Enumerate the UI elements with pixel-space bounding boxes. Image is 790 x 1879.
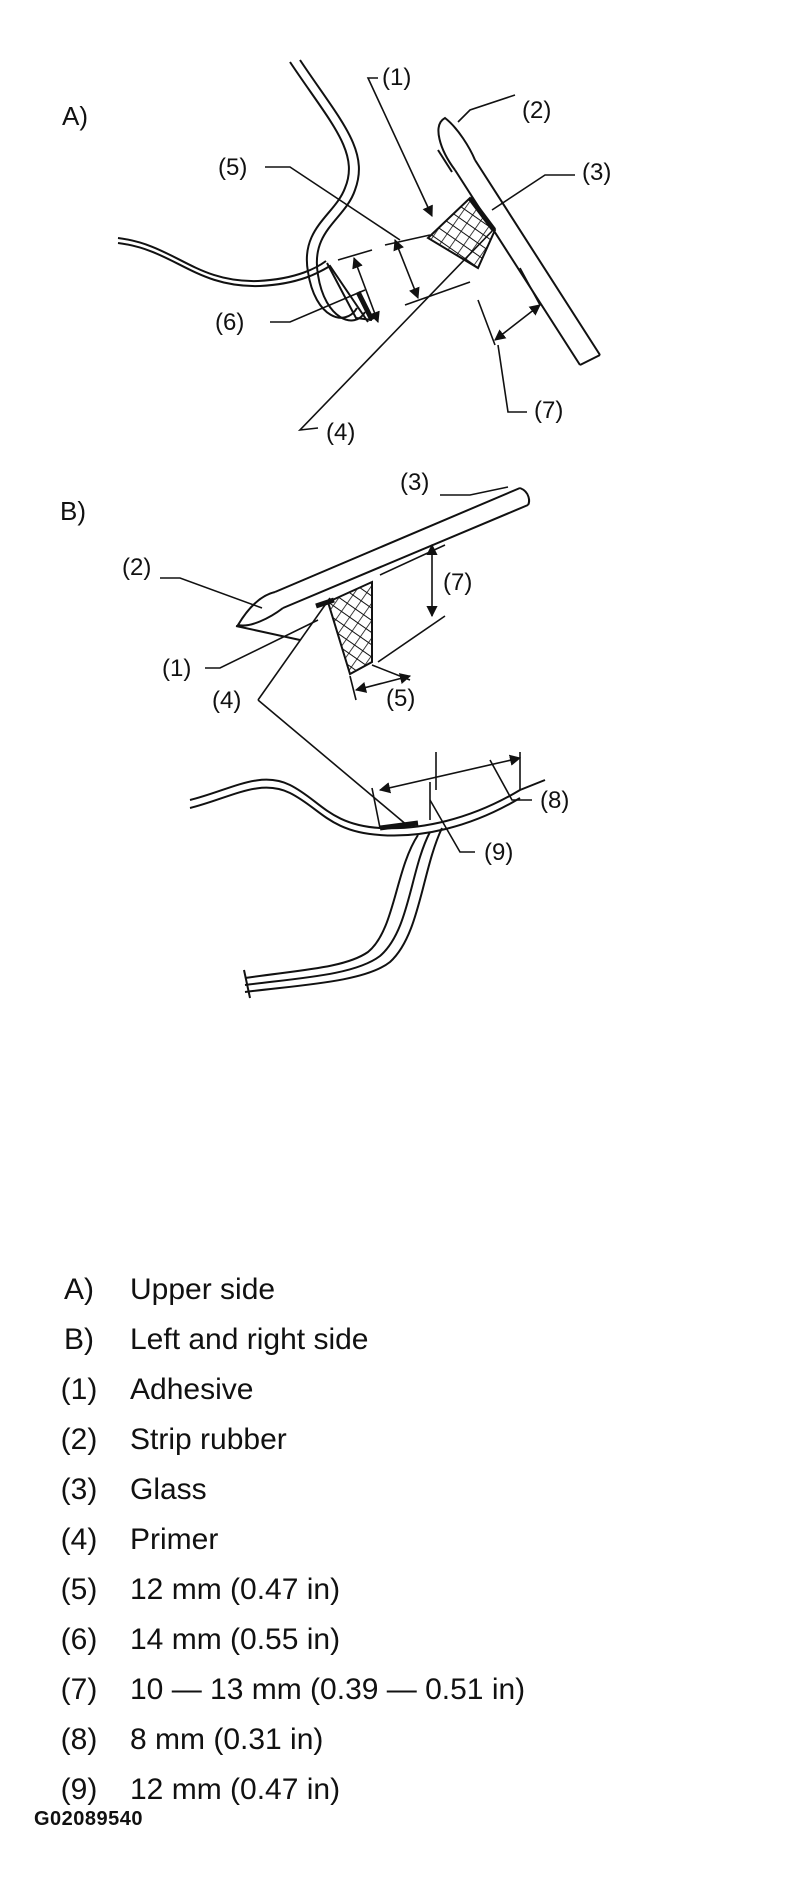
legend-key: (5) [60, 1573, 98, 1606]
section-b-primer-glass [315, 597, 335, 609]
legend-key: (9) [60, 1773, 98, 1806]
section-b-leaders [160, 486, 532, 853]
legend-item: (4) Primer [34, 1515, 525, 1565]
legend-item: (8) 8 mm (0.31 in) [34, 1715, 525, 1765]
section-a-key: A) [62, 101, 88, 131]
legend-text: Strip rubber [130, 1423, 287, 1456]
legend-text: 14 mm (0.55 in) [130, 1623, 341, 1656]
legend-text: 8 mm (0.31 in) [130, 1723, 324, 1756]
legend-text: Glass [130, 1473, 207, 1506]
section-b-callout-5: (5) [386, 685, 415, 712]
section-a-callout-6: (6) [215, 309, 244, 336]
section-b-callout-8: (8) [540, 787, 569, 814]
section-a-callout-3: (3) [582, 159, 611, 186]
legend-key: (7) [60, 1673, 98, 1706]
section-a-drawing: A) [62, 59, 611, 446]
windshield-installation-diagram: A) [60, 59, 611, 999]
section-b-callout-7: (7) [443, 569, 472, 596]
legend-item: A) Upper side [34, 1265, 525, 1315]
section-a-callout-7: (7) [534, 397, 563, 424]
legend-key: (1) [60, 1373, 98, 1406]
section-b-body-panel [189, 778, 546, 999]
legend-item: (3) Glass [34, 1465, 525, 1515]
legend-text: Primer [130, 1523, 219, 1556]
legend-item: B) Left and right side [34, 1315, 525, 1365]
legend-item: (6) 14 mm (0.55 in) [34, 1615, 525, 1665]
legend-item: (5) 12 mm (0.47 in) [34, 1565, 525, 1615]
section-b-dimensions [349, 543, 522, 829]
section-b-adhesive [326, 580, 373, 676]
section-a-primer-glass [468, 196, 496, 232]
section-a-callout-5: (5) [218, 154, 247, 181]
legend-key: A) [64, 1273, 94, 1306]
section-b-callout-3: (3) [400, 469, 429, 496]
section-a-adhesive [426, 196, 497, 270]
legend-text: 12 mm (0.47 in) [130, 1773, 341, 1806]
section-b-callout-2: (2) [122, 554, 151, 581]
section-b-key: B) [60, 496, 86, 526]
legend-text: 10 — 13 mm (0.39 — 0.51 in) [130, 1673, 526, 1706]
section-a-callout-4: (4) [326, 419, 355, 446]
section-b-callout-9: (9) [484, 839, 513, 866]
section-b-callout-4: (4) [212, 687, 241, 714]
section-a-callout-1: (1) [382, 64, 411, 91]
section-b-glass [235, 487, 530, 641]
legend-key: (3) [60, 1473, 98, 1506]
legend-text: Adhesive [130, 1373, 254, 1406]
legend-text: Upper side [130, 1273, 276, 1306]
legend-key: (8) [60, 1723, 98, 1756]
legend-text: 12 mm (0.47 in) [130, 1573, 341, 1606]
legend-key: (2) [60, 1423, 98, 1456]
section-b-drawing: B) [60, 469, 569, 999]
figure-code: G02089540 [34, 1808, 144, 1830]
legend-key: (6) [60, 1623, 98, 1656]
section-b-primer-body [379, 820, 419, 831]
legend-text: Left and right side [130, 1323, 369, 1356]
section-a-body-panel [117, 59, 373, 323]
legend-item: (1) Adhesive [34, 1365, 525, 1415]
legend-item: (2) Strip rubber [34, 1415, 525, 1465]
legend-key: B) [64, 1323, 94, 1356]
legend-item: (9) 12 mm (0.47 in) [34, 1765, 525, 1815]
legend: A) Upper side B) Left and right side (1) Ad… [34, 1265, 526, 1815]
section-a-dimensions [337, 234, 541, 346]
legend-key: (4) [60, 1523, 98, 1556]
section-b-callout-1: (1) [162, 655, 191, 682]
legend-item: (7) 10 — 13 mm (0.39 — 0.51 in) [34, 1665, 526, 1715]
section-a-leaders [265, 77, 575, 432]
section-a-callout-2: (2) [522, 97, 551, 124]
